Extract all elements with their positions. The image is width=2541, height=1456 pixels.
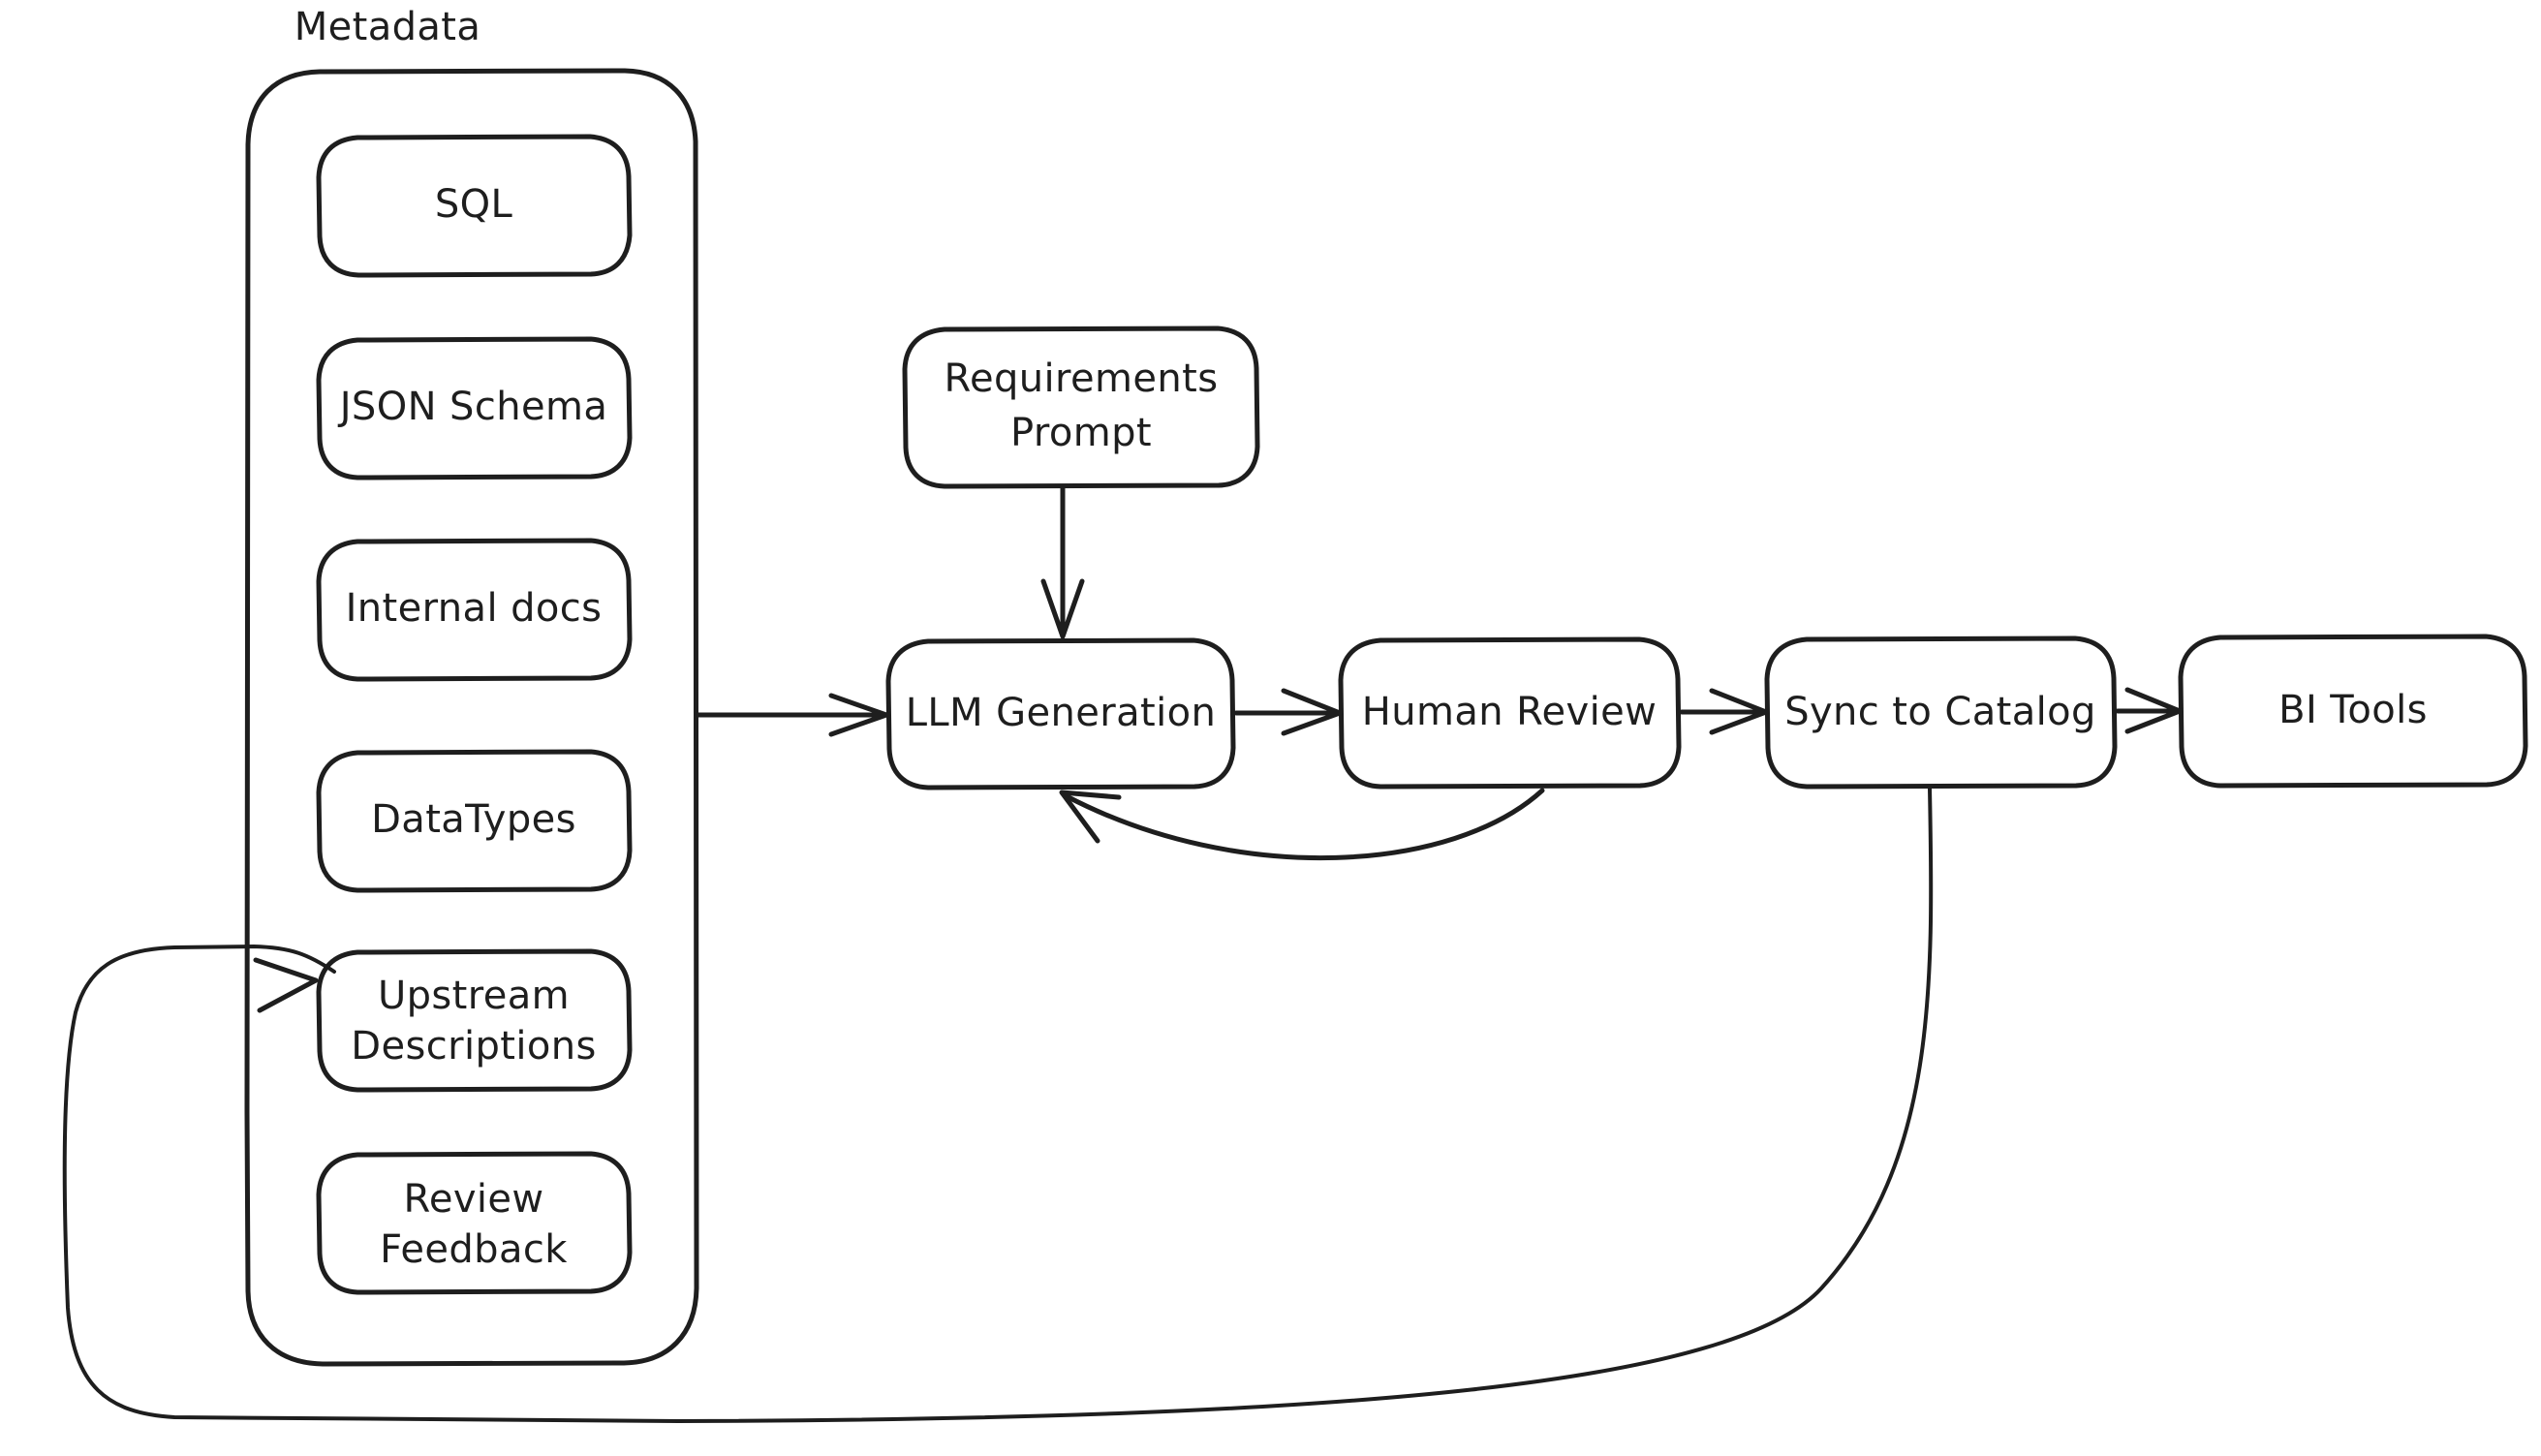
json-schema-box <box>316 336 633 480</box>
edge-review-to-llm-arrowhead <box>1059 790 1122 844</box>
bi-tools-box <box>2178 634 2528 789</box>
upstream-descriptions-box <box>316 948 633 1093</box>
upstream-descriptions-label-line2: Descriptions <box>351 1024 596 1069</box>
metadata-item-json-schema[interactable]: JSON Schema <box>316 336 633 480</box>
metadata-item-upstream-descriptions[interactable]: Upstream Descriptions <box>316 948 633 1093</box>
internal-docs-label: Internal docs <box>346 586 603 631</box>
edge-sync-to-upstream-arrowhead <box>253 957 319 1013</box>
review-feedback-label-line2: Feedback <box>380 1227 568 1272</box>
edge-sync-to-bi <box>2115 687 2183 734</box>
human-review-box <box>1338 636 1682 790</box>
bi-tools-label: BI Tools <box>2278 688 2428 732</box>
edge-llm-to-review <box>1233 688 1343 736</box>
data-types-box <box>316 749 633 893</box>
edge-review-to-sync <box>1679 688 1769 735</box>
edge-metadata-to-llm-arrowhead <box>828 693 889 737</box>
edge-metadata-to-llm <box>695 693 889 737</box>
human-review-label: Human Review <box>1362 690 1658 734</box>
node-llm-generation[interactable]: LLM Generation <box>885 637 1236 790</box>
metadata-item-sql[interactable]: SQL <box>316 134 633 278</box>
sql-box <box>316 134 633 278</box>
llm-generation-label: LLM Generation <box>906 691 1217 735</box>
requirements-prompt-label-line1: Requirements <box>945 356 1219 401</box>
edge-prompt-to-llm-arrowhead <box>1040 578 1085 639</box>
edge-prompt-to-llm <box>1040 484 1085 639</box>
review-feedback-box <box>316 1151 633 1295</box>
metadata-item-data-types[interactable]: DataTypes <box>316 749 633 893</box>
edge-review-to-sync-arrowhead <box>1709 688 1769 735</box>
edge-llm-to-review-arrowhead <box>1281 688 1343 736</box>
metadata-item-review-feedback[interactable]: Review Feedback <box>316 1151 633 1295</box>
node-human-review[interactable]: Human Review <box>1338 636 1682 790</box>
llm-generation-box <box>885 637 1236 790</box>
requirements-prompt-box <box>902 325 1260 489</box>
internal-docs-box <box>316 538 633 682</box>
json-schema-label: JSON Schema <box>337 385 608 429</box>
edge-review-to-llm <box>1059 788 1545 861</box>
edge-sync-to-bi-arrowhead <box>2124 687 2183 734</box>
data-types-label: DataTypes <box>371 797 576 842</box>
edge-review-to-llm-curve <box>1064 788 1545 861</box>
edge-sync-to-upstream-curve <box>62 787 1934 1423</box>
sync-to-catalog-box <box>1764 635 2118 790</box>
node-requirements-prompt[interactable]: Requirements Prompt <box>902 325 1260 489</box>
edge-sync-to-upstream <box>62 787 1934 1423</box>
review-feedback-label-line1: Review <box>403 1177 543 1222</box>
node-sync-to-catalog[interactable]: Sync to Catalog <box>1764 635 2118 790</box>
sql-label: SQL <box>435 182 513 227</box>
metadata-group-label: Metadata <box>294 5 481 49</box>
upstream-descriptions-label-line1: Upstream <box>378 974 570 1018</box>
sync-to-catalog-label: Sync to Catalog <box>1784 690 2096 734</box>
node-bi-tools[interactable]: BI Tools <box>2178 634 2528 789</box>
metadata-item-internal-docs[interactable]: Internal docs <box>316 538 633 682</box>
requirements-prompt-label-line2: Prompt <box>1010 411 1152 455</box>
